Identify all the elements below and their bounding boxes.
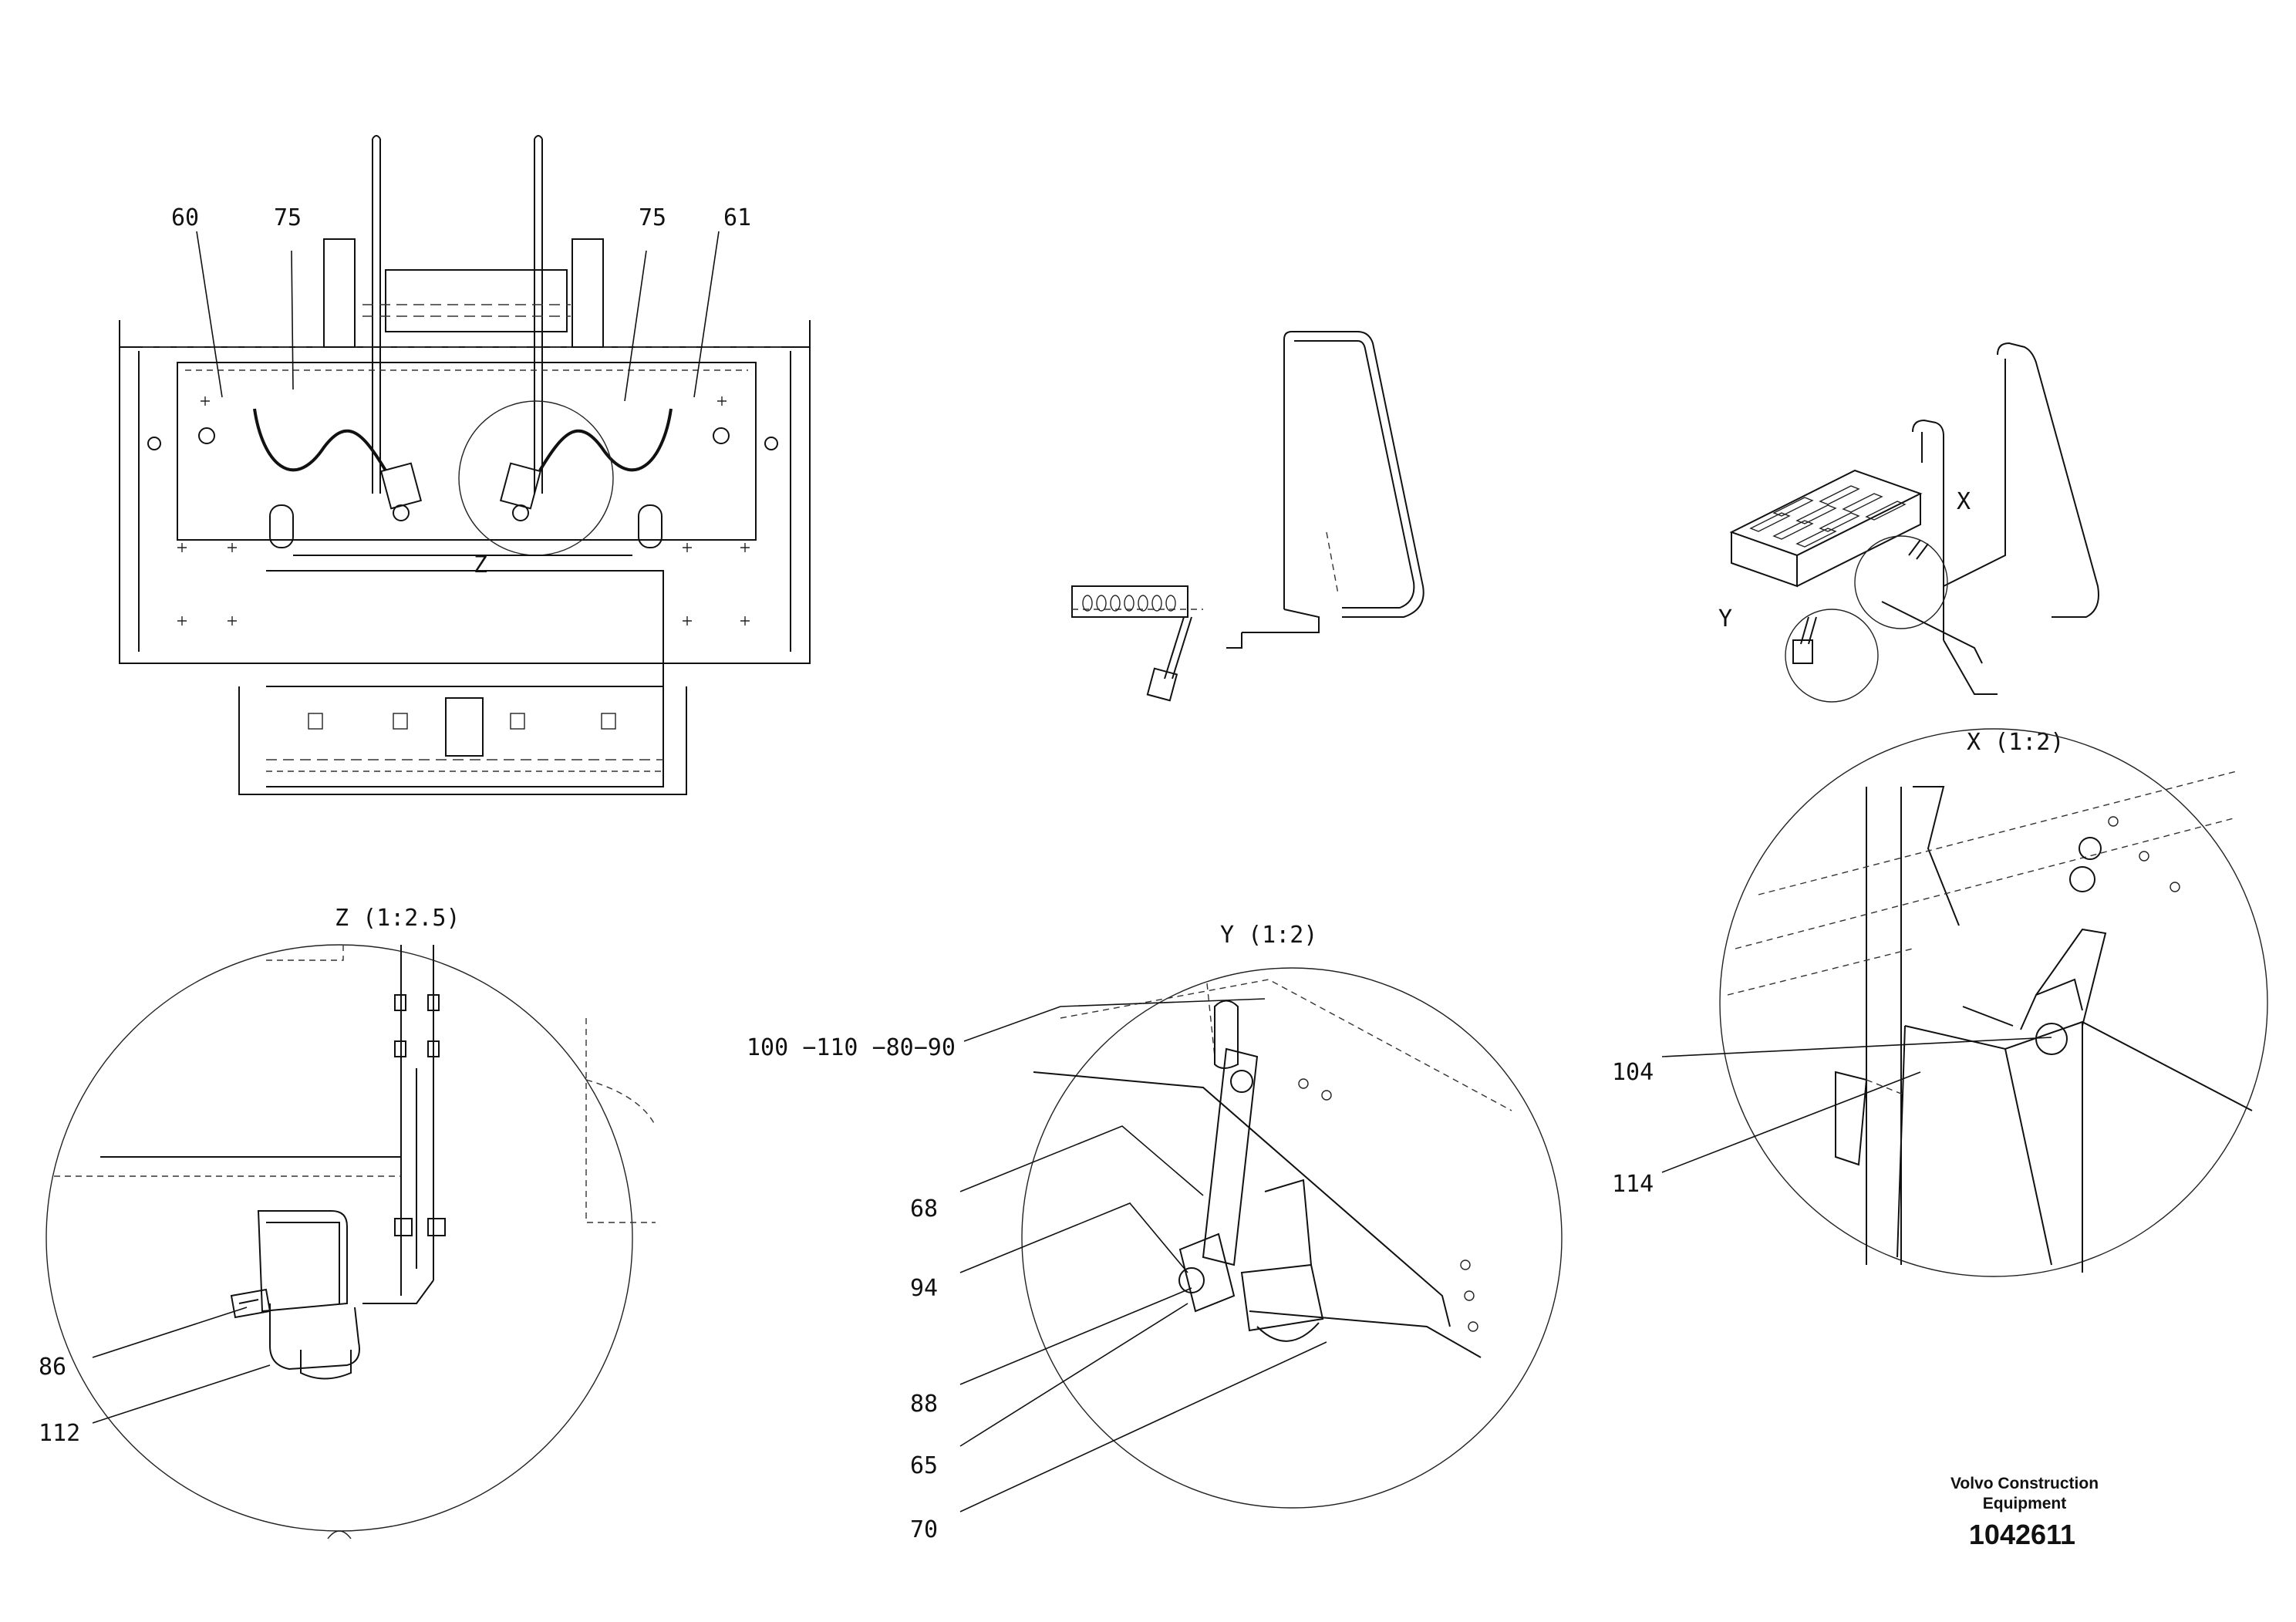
svg-text:88: 88 <box>910 1391 938 1418</box>
detail-y-title: Y (1:2) <box>1220 922 1317 949</box>
svg-text:65: 65 <box>910 1452 938 1479</box>
detail-z-title: Z (1:2.5) <box>335 905 460 932</box>
callout-104: 104 <box>1612 1037 2052 1086</box>
callout-75-left: 75 <box>274 204 302 390</box>
svg-text:68: 68 <box>910 1195 938 1222</box>
svg-text:112: 112 <box>39 1420 80 1447</box>
callout-70: 70 <box>910 1341 1327 1543</box>
callout-114: 114 <box>1612 1071 1921 1198</box>
svg-text:94: 94 <box>910 1275 938 1302</box>
svg-text:60: 60 <box>171 204 199 231</box>
detail-y: Y (1:2) <box>1021 922 1563 1509</box>
callout-94: 94 <box>910 1202 1188 1302</box>
callout-112: 112 <box>39 1364 271 1447</box>
svg-text:75: 75 <box>639 204 666 231</box>
view-marker-z: Z <box>474 551 487 578</box>
svg-text:61: 61 <box>723 204 751 231</box>
company-name-line1: Volvo Construction <box>1950 1475 2099 1492</box>
view-marker-x: X <box>1957 488 1971 515</box>
callout-60: 60 <box>171 204 223 398</box>
callout-88: 88 <box>910 1287 1192 1418</box>
svg-text:100 −110 −80−90: 100 −110 −80−90 <box>747 1034 956 1061</box>
callout-61: 61 <box>693 204 751 398</box>
part-number: 1042611 <box>1969 1519 2075 1550</box>
svg-text:114: 114 <box>1612 1171 1654 1198</box>
callout-68: 68 <box>910 1125 1204 1222</box>
company-name-line2: Equipment <box>1983 1495 2067 1512</box>
title-block: Volvo Construction Equipment 1042611 <box>1950 1475 2099 1550</box>
detail-x-title: X (1:2) <box>1967 729 2064 756</box>
callout-86: 86 <box>39 1307 248 1381</box>
svg-text:86: 86 <box>39 1354 66 1381</box>
iso-view <box>1729 342 2099 703</box>
svg-text:104: 104 <box>1612 1059 1654 1086</box>
front-view <box>119 135 811 795</box>
callout-100-110-80-90: 100 −110 −80−90 <box>747 998 1266 1061</box>
svg-text:75: 75 <box>274 204 302 231</box>
svg-text:70: 70 <box>910 1516 938 1543</box>
detail-z: Z (1:2.5) <box>46 905 656 1539</box>
view-marker-y: Y <box>1718 605 1732 632</box>
side-view <box>1071 331 1424 702</box>
callout-75-right: 75 <box>624 204 666 402</box>
callout-65: 65 <box>910 1303 1188 1479</box>
detail-x: X (1:2) <box>1719 728 2268 1277</box>
